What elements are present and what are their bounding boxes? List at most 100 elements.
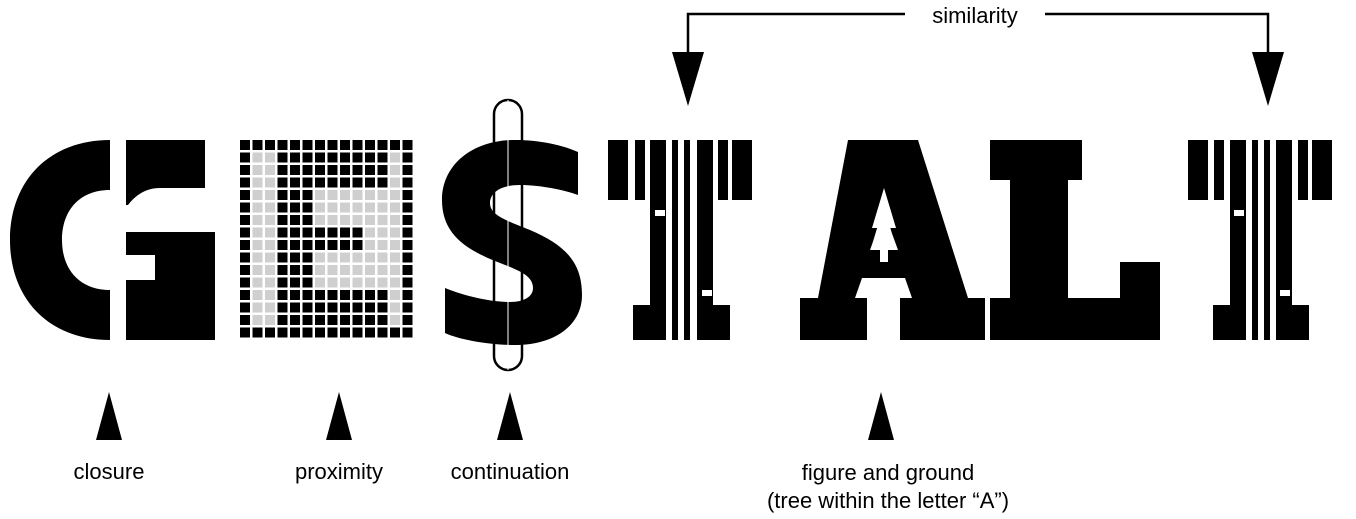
grid-square: [252, 252, 263, 263]
grid-square: [315, 190, 325, 200]
grid-square: [340, 165, 350, 175]
grid-square: [240, 252, 250, 263]
grid-square: [252, 215, 263, 225]
grid-square: [352, 240, 363, 250]
grid-square: [365, 190, 375, 200]
grid-square: [402, 165, 413, 175]
grid-square: [352, 215, 363, 225]
grid-square: [377, 202, 388, 213]
grid-square: [240, 165, 250, 175]
grid-square: [327, 177, 338, 188]
grid-square: [252, 227, 263, 238]
grid-square: [340, 315, 350, 325]
grid-square: [352, 252, 363, 263]
grid-square: [277, 177, 288, 188]
grid-square: [302, 152, 313, 163]
grid-square: [352, 315, 363, 325]
grid-square: [315, 277, 325, 288]
grid-square: [302, 265, 313, 275]
grid-square: [315, 302, 325, 313]
grid-square: [377, 177, 388, 188]
grid-square: [402, 315, 413, 325]
grid-square: [340, 215, 350, 225]
grid-square: [240, 152, 250, 163]
grid-square: [352, 265, 363, 275]
arrow-up-icon: [497, 392, 523, 440]
grid-square: [390, 240, 400, 250]
grid-square: [252, 177, 263, 188]
grid-square: [290, 315, 300, 325]
grid-square: [265, 315, 275, 325]
grid-square: [290, 165, 300, 175]
grid-square: [402, 290, 413, 300]
pointer-arrows: [96, 392, 894, 440]
grid-square: [390, 152, 400, 163]
grid-square: [402, 140, 413, 150]
grid-square: [377, 265, 388, 275]
grid-square: [315, 265, 325, 275]
grid-square: [377, 327, 388, 338]
grid-square: [265, 277, 275, 288]
grid-square: [302, 240, 313, 250]
grid-square: [377, 152, 388, 163]
grid-square: [240, 290, 250, 300]
grid-square: [402, 227, 413, 238]
grid-square: [340, 190, 350, 200]
grid-square: [402, 152, 413, 163]
grid-square: [352, 327, 363, 338]
grid-square: [277, 315, 288, 325]
grid-square: [390, 265, 400, 275]
grid-square: [265, 152, 275, 163]
grid-square: [290, 152, 300, 163]
grid-square: [240, 327, 250, 338]
grid-square: [390, 227, 400, 238]
grid-square: [252, 190, 263, 200]
similarity-bracket: [672, 12, 1284, 106]
grid-square: [252, 327, 263, 338]
grid-square: [402, 265, 413, 275]
grid-square: [352, 302, 363, 313]
grid-square: [390, 315, 400, 325]
grid-square: [265, 215, 275, 225]
grid-square: [240, 277, 250, 288]
grid-square: [290, 240, 300, 250]
grid-square: [365, 327, 375, 338]
grid-square: [390, 215, 400, 225]
letter-t-striped-1: [608, 140, 752, 340]
grid-square: [290, 202, 300, 213]
grid-square: [365, 152, 375, 163]
grid-square: [327, 302, 338, 313]
grid-square: [302, 202, 313, 213]
grid-square: [302, 190, 313, 200]
grid-square: [240, 227, 250, 238]
grid-square: [327, 265, 338, 275]
grid-square: [352, 227, 363, 238]
grid-square: [240, 265, 250, 275]
grid-square: [402, 252, 413, 263]
grid-square: [327, 215, 338, 225]
grid-square: [240, 240, 250, 250]
grid-square: [252, 302, 263, 313]
grid-square: [340, 302, 350, 313]
grid-square: [377, 215, 388, 225]
grid-square: [302, 252, 313, 263]
letter-g-closure: [10, 140, 215, 340]
grid-square: [352, 177, 363, 188]
grid-square: [327, 315, 338, 325]
grid-square: [265, 177, 275, 188]
grid-square: [340, 290, 350, 300]
grid-square: [327, 252, 338, 263]
grid-square: [377, 302, 388, 313]
grid-square: [240, 190, 250, 200]
grid-square: [340, 277, 350, 288]
grid-square: [277, 277, 288, 288]
grid-square: [240, 140, 250, 150]
grid-square: [327, 277, 338, 288]
grid-square: [315, 177, 325, 188]
letter-t-striped-2: [1188, 140, 1332, 340]
grid-square: [265, 190, 275, 200]
grid-square: [277, 265, 288, 275]
grid-square: [302, 177, 313, 188]
grid-square: [390, 165, 400, 175]
grid-square: [302, 327, 313, 338]
